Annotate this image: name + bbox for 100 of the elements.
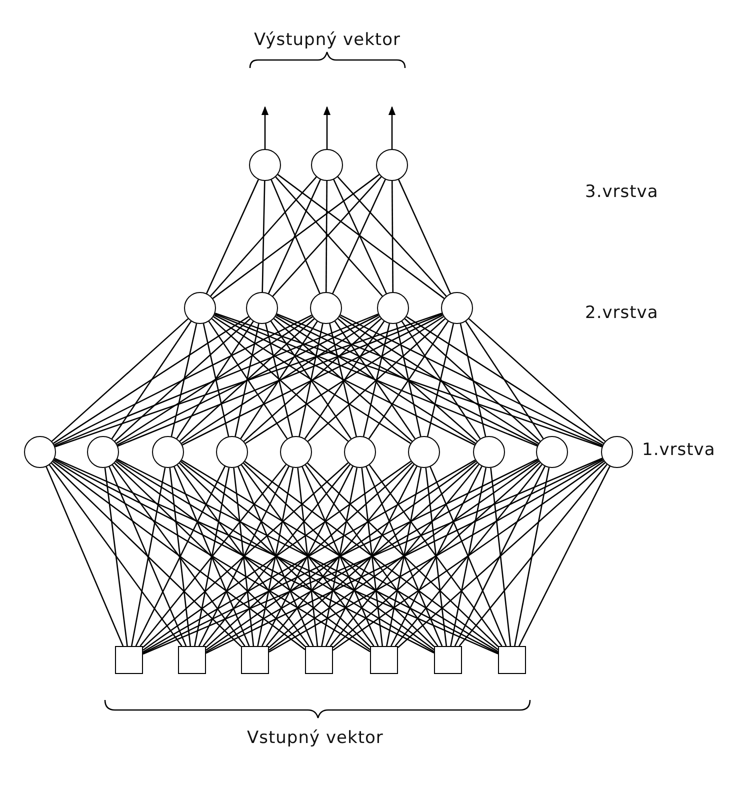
input-square: [305, 646, 333, 674]
connection-line: [274, 318, 412, 442]
connection-line: [108, 466, 187, 646]
connection-line: [262, 180, 266, 292]
connection-line: [179, 318, 315, 442]
connection-line: [302, 466, 379, 646]
connection-line: [214, 314, 475, 446]
connection-line: [116, 460, 434, 652]
connection-line: [368, 464, 502, 646]
connection-line: [268, 460, 540, 651]
connection-line: [390, 466, 482, 646]
connection-line: [210, 176, 317, 296]
connection-line: [396, 324, 422, 436]
neuron-circle: [536, 436, 568, 468]
input-square: [498, 646, 526, 674]
connection-line: [404, 318, 541, 442]
connection-line: [268, 459, 604, 653]
input-square: [241, 646, 269, 674]
connection-line: [276, 313, 602, 447]
connection-line: [114, 462, 306, 647]
connection-line: [54, 458, 434, 654]
connection-line: [460, 323, 486, 437]
connection-line: [490, 468, 512, 646]
connection-line: [198, 466, 290, 646]
neuron-circle: [152, 436, 184, 468]
connection-line: [140, 464, 286, 646]
connection-line: [321, 468, 358, 646]
connection-line: [54, 314, 312, 446]
connection-line: [368, 320, 449, 440]
neuron-circle: [377, 292, 409, 324]
connection-line: [202, 323, 230, 437]
connection-line: [332, 462, 540, 648]
connection-line: [117, 314, 379, 446]
connection-line: [51, 318, 189, 442]
connection-line: [214, 312, 602, 448]
connection-line: [270, 320, 352, 440]
connection-line: [266, 464, 414, 646]
connection-line: [276, 314, 538, 446]
connection-line: [243, 462, 434, 647]
connection-line: [208, 320, 288, 440]
connection-line: [176, 464, 310, 646]
connection-line: [325, 466, 418, 646]
connection-line: [391, 181, 394, 292]
input-square: [178, 646, 206, 674]
neuron-circle: [24, 436, 56, 468]
connection-line: [361, 468, 384, 646]
connection-line: [240, 464, 374, 646]
connection-line: [245, 316, 444, 444]
input-square: [370, 646, 398, 674]
neuron-circle: [408, 436, 440, 468]
connection-line: [329, 323, 357, 437]
connection-line: [468, 318, 606, 442]
connection-line: [234, 324, 260, 436]
connection-line: [430, 466, 507, 646]
neuron-circle: [376, 149, 408, 181]
connection-line: [181, 460, 498, 652]
neuron-circle: [441, 292, 473, 324]
vector-label: Výstupný vektor: [254, 30, 400, 50]
connection-line: [257, 468, 294, 646]
connection-line: [181, 316, 380, 444]
connection-line: [454, 466, 546, 646]
connection-line: [206, 179, 259, 294]
connection-line: [51, 462, 242, 647]
output-arrow: [323, 106, 331, 149]
connection-line: [213, 316, 411, 444]
connection-line: [244, 461, 498, 650]
output-arrow: [261, 106, 269, 149]
connection-line: [265, 323, 293, 437]
connection-line: [277, 174, 445, 299]
connection-line: [142, 460, 412, 651]
connection-line: [170, 323, 198, 437]
neuron-circle: [216, 436, 248, 468]
neuron-circle: [473, 436, 505, 468]
input-square: [434, 646, 462, 674]
connection-line: [48, 464, 182, 646]
connection-line: [426, 323, 454, 437]
neuron-circle: [249, 149, 281, 181]
connection-line: [334, 320, 416, 440]
connection-line: [325, 181, 328, 292]
connection-line: [130, 468, 166, 646]
connection-line: [194, 468, 230, 646]
connection-line: [275, 316, 476, 444]
neuron-circle: [246, 292, 278, 324]
connection-line: [52, 461, 306, 650]
connection-line: [297, 468, 318, 646]
connection-line: [425, 468, 448, 646]
connection-line: [112, 464, 246, 646]
connection-line: [176, 321, 254, 439]
connection-line: [135, 466, 226, 646]
connection-line: [233, 468, 254, 646]
connection-line: [118, 313, 442, 447]
connection-line: [386, 468, 422, 646]
input-square: [115, 646, 143, 674]
connection-line: [304, 464, 438, 646]
connection-line: [238, 466, 314, 646]
connection-line: [212, 174, 380, 299]
connection-line: [339, 316, 539, 444]
layer-label: 1.vrstva: [642, 440, 716, 460]
output-arrow: [388, 106, 396, 149]
neuron-circle: [601, 436, 633, 468]
